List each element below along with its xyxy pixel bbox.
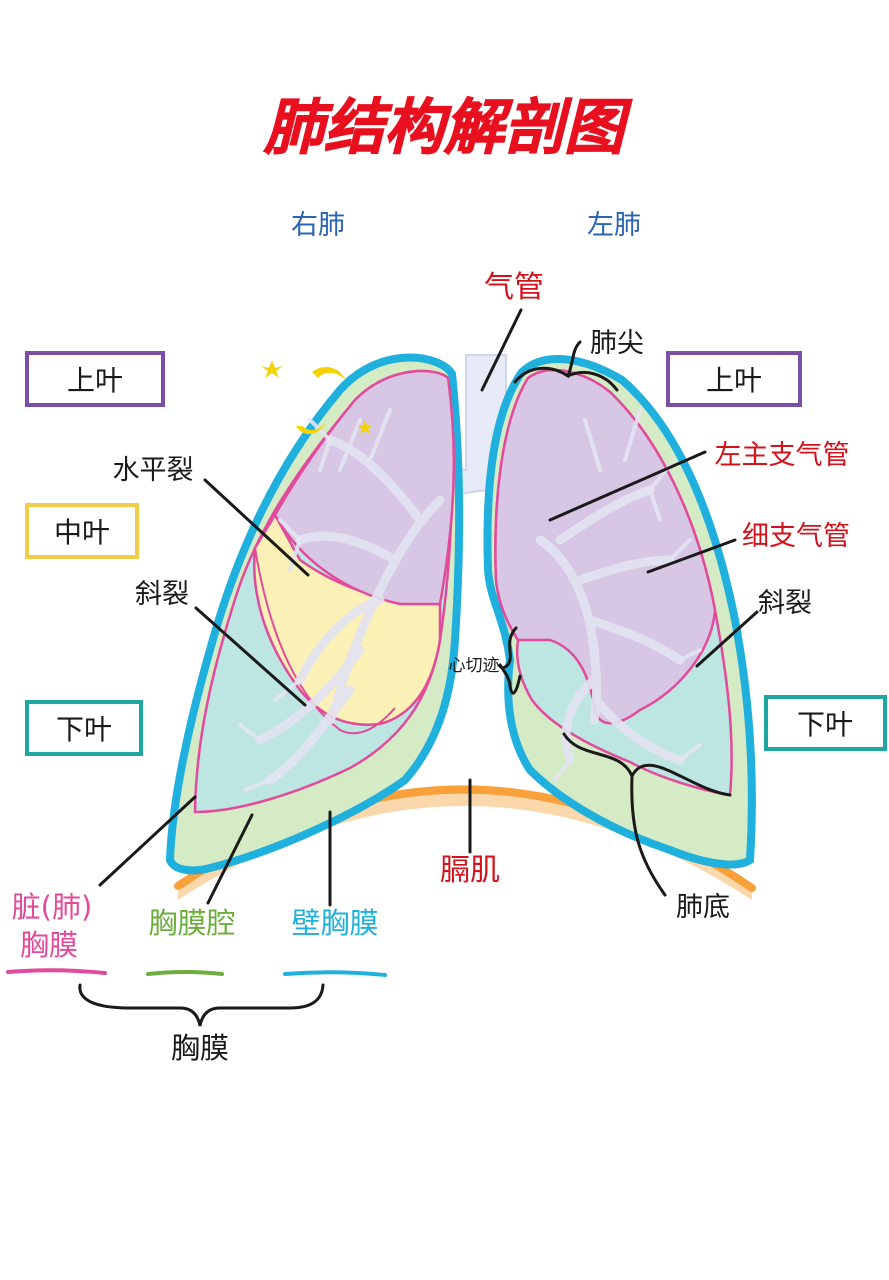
- sparkle-decoration: [261, 360, 373, 435]
- right-lower-lobe-label: 下叶: [56, 713, 112, 746]
- diaphragm-label: 膈肌: [440, 853, 500, 888]
- left-lower-lobe-label: 下叶: [797, 708, 853, 741]
- horizontal-fissure-leader: [203, 478, 310, 577]
- pleura-group-label: 胸膜: [171, 1031, 229, 1065]
- lung-base-bracket: [562, 732, 732, 897]
- page-title: 肺结构解剖图: [263, 93, 633, 163]
- left-lung: [483, 355, 756, 869]
- visceral-pleura-swatch: [6, 968, 107, 975]
- pleural-cavity-swatch: [146, 970, 224, 976]
- pleural-cavity-label: 胸膜腔: [148, 906, 235, 940]
- pleura-group-brace: [78, 983, 325, 1027]
- left-lower-lobe-box: 下叶: [764, 695, 887, 751]
- right-oblique-fissure-line: [254, 547, 396, 735]
- bronchiole-leader: [646, 538, 737, 574]
- right-middle-lobe-box: 中叶: [25, 503, 139, 559]
- right-lower-lobe-box: 下叶: [25, 700, 143, 756]
- right-lung: [165, 353, 464, 875]
- cardiac-notch-bracket: [498, 626, 522, 695]
- visceral-pleura-label-line1: 脏(肺): [12, 890, 93, 924]
- cardiac-notch-label: 心切迹: [449, 656, 500, 676]
- right-middle-lobe-label: 中叶: [54, 516, 110, 549]
- horizontal-fissure-label: 水平裂: [113, 455, 194, 486]
- right-upper-lobe-label: 上叶: [67, 364, 123, 397]
- visceral-pleura-label-line2: 胸膜: [20, 928, 78, 962]
- left-oblique-fissure-label: 斜裂: [758, 588, 812, 619]
- visceral-pleura-leader: [98, 795, 197, 887]
- left-main-bronchus-leader: [548, 450, 707, 522]
- left-upper-lobe-label: 上叶: [706, 364, 762, 397]
- bronchiole-label: 细支气管: [742, 521, 850, 552]
- right-oblique-fissure-leader: [194, 606, 307, 707]
- parietal-pleura-swatch: [283, 970, 387, 977]
- trachea-label: 气管: [484, 270, 544, 305]
- left-bronchial-tree: [535, 485, 685, 765]
- right-bronchial-tree: [255, 435, 445, 785]
- trachea-leader: [480, 308, 523, 392]
- right-lung-label: 右肺: [291, 210, 345, 241]
- parietal-pleura-label: 壁胸膜: [291, 906, 378, 940]
- lung-base-label: 肺底: [676, 892, 730, 923]
- right-upper-lobe-box: 上叶: [25, 351, 165, 407]
- left-main-bronchus-label: 左主支气管: [715, 440, 850, 471]
- right-oblique-fissure-label: 斜裂: [135, 579, 189, 610]
- leader-lines: [98, 308, 759, 907]
- left-upper-lobe-box: 上叶: [666, 351, 802, 407]
- apex-bracket: [513, 340, 619, 392]
- apex-label: 肺尖: [590, 328, 644, 359]
- pleural-cavity-leader: [206, 813, 254, 905]
- left-lung-label: 左肺: [587, 210, 641, 241]
- left-oblique-fissure-leader: [695, 610, 759, 668]
